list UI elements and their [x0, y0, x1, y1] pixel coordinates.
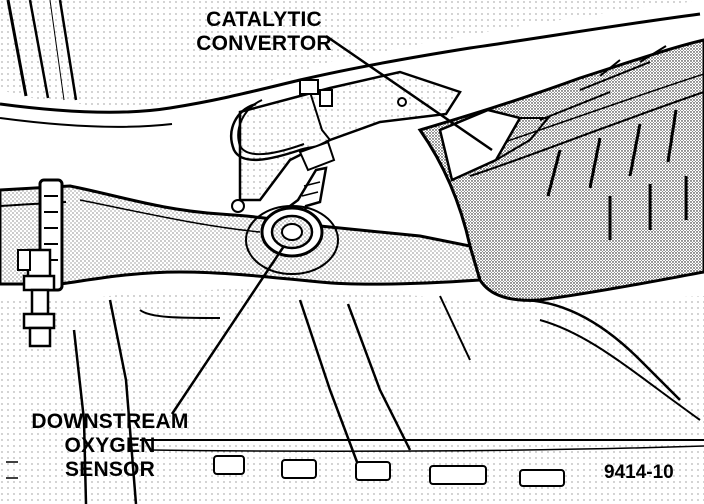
pipe-clamp	[17, 178, 64, 348]
downstream-oxygen-sensor-label-line-3: SENSOR	[65, 458, 155, 481]
catalytic-convertor-label: CATALYTIC CONVERTOR	[196, 8, 332, 56]
catalytic-convertor-leader	[325, 34, 493, 152]
catalytic-convertor-label-line-1: CATALYTIC	[206, 8, 322, 31]
exhaust-pipe	[0, 184, 482, 286]
downstream-oxygen-sensor-label: DOWNSTREAM OXYGEN SENSOR	[10, 410, 210, 482]
downstream-oxygen-sensor-label-line-2: OXYGEN	[64, 434, 156, 457]
catalytic-convertor-label-line-2: CONVERTOR	[196, 32, 332, 55]
oxygen-sensor-leader	[170, 245, 286, 415]
catalytic-converter-shell	[417, 38, 704, 302]
figure-id: 9414-10	[604, 462, 674, 483]
downstream-oxygen-sensor-label-line-1: DOWNSTREAM	[31, 410, 189, 433]
